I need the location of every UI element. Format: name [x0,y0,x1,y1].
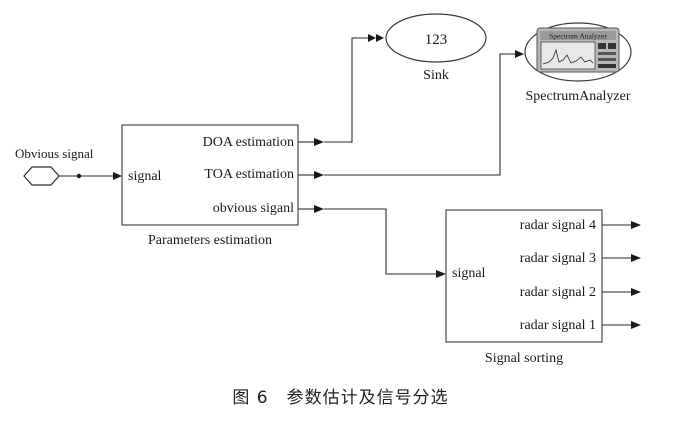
params-output-obvious: obvious siganl [213,201,294,216]
analyzer-button-row-2-icon [598,58,616,61]
sorting-output-3: radar signal 3 [520,251,596,266]
sorting-output-1: radar signal 1 [520,318,596,333]
params-output-doa: DOA estimation [203,135,294,150]
sorting-input-port-label: signal [452,266,486,281]
arrow-sorting-in [436,270,446,278]
analyzer-button-row-icon [598,52,616,55]
analyzer-title-bar [540,31,616,40]
signal-sorting-block[interactable] [445,209,603,343]
arrow-radar1-out [631,321,641,329]
wire-toa-to-spectrum [324,53,516,176]
analyzer-knob-1-icon [598,43,606,49]
arrow-doa-out [314,138,324,146]
wire-junction-dot [76,173,82,179]
analyzer-screen [540,41,596,70]
source-port-block[interactable] [23,166,60,186]
sink-label: Sink [423,68,449,83]
wire-obvious-to-sorting [324,208,438,275]
arrow-sink-2 [376,34,384,42]
arrow-obvious-out [314,205,324,213]
sink-block[interactable] [385,13,487,63]
analyzer-trace-icon [542,48,594,65]
sink-value: 123 [425,32,448,48]
arrow-toa-out [314,171,324,179]
sorting-block-label: Signal sorting [485,351,563,366]
parameters-estimation-block[interactable] [121,124,299,226]
spectrum-analyzer-label: SpectrumAnalyzer [526,89,631,104]
arrow-spectrum-in [515,50,524,58]
sorting-output-4: radar signal 4 [520,218,596,233]
params-input-port-label: signal [128,169,162,184]
analyzer-screen-text: Spectrum Analyzer [549,32,607,41]
analyzer-base-icon [598,64,616,68]
sorting-output-2: radar signal 2 [520,285,596,300]
arrow-radar4-out [631,221,641,229]
params-block-label: Parameters estimation [148,233,272,248]
arrow-params-input [113,172,122,180]
arrow-radar3-out [631,254,641,262]
analyzer-knob-2-icon [608,43,616,49]
arrow-sink-1 [368,34,376,42]
wire-doa-to-sink [324,37,370,143]
arrow-radar2-out [631,288,641,296]
figure-caption: 图 6 参数估计及信号分选 [232,388,449,408]
source-label: Obvious signal [15,146,94,161]
params-output-toa: TOA estimation [204,167,294,182]
